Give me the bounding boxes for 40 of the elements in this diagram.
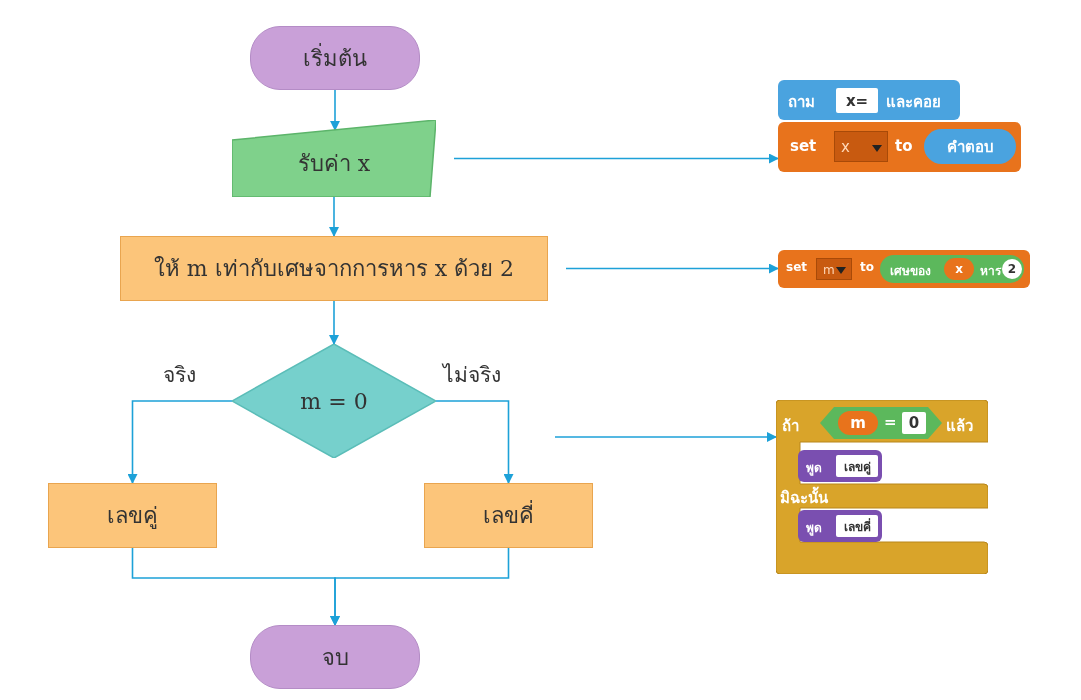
process-box: เลขคี่ [424,483,593,548]
process-box: ให้ m เท่ากับเศษจากการหาร x ด้วย 2 [120,236,548,301]
block-label: to [895,137,913,155]
block-label: to [860,260,874,274]
input-slot: เลขคู่ [836,455,878,477]
block-label: พูด [806,520,822,537]
input-slot: 0 [902,412,926,434]
block-label: ถ้า [782,416,799,437]
variable-dropdown: x [834,131,888,162]
arrow [329,196,339,237]
block-label: เศษของ [890,263,931,280]
arrow [565,263,779,274]
arrow [453,153,779,164]
arrow [127,400,233,484]
input-slot: เลขคี่ [836,515,878,537]
block-label: หาร [980,263,1001,280]
block-label: มิฉะนั้น [780,486,828,510]
terminal-box: เริ่มต้น [250,26,420,90]
input-slot: x= [836,88,878,113]
arrow [330,547,510,626]
input-shape: รับค่า x [232,120,436,197]
block-label: และคอย [886,92,941,113]
reporter-block: m [838,411,878,435]
arrow [435,400,514,484]
reporter-block: คำตอบ [924,129,1016,164]
arrow [330,89,340,131]
process-box: เลขคู่ [48,483,217,548]
decision-diamond: m = 0 [232,344,436,458]
arrow [329,300,339,345]
number-slot: 2 [1002,259,1022,279]
block-label: set [786,260,808,274]
arrow [554,432,777,442]
block-label: set [790,137,817,155]
block-label: พูด [806,460,822,477]
block-label: ถาม [788,92,815,113]
variable-dropdown: m [816,258,852,280]
block-label: แล้ว [946,416,973,437]
reporter-block: x [944,258,974,280]
block-label: = [884,413,897,431]
terminal-box: จบ [250,625,420,689]
